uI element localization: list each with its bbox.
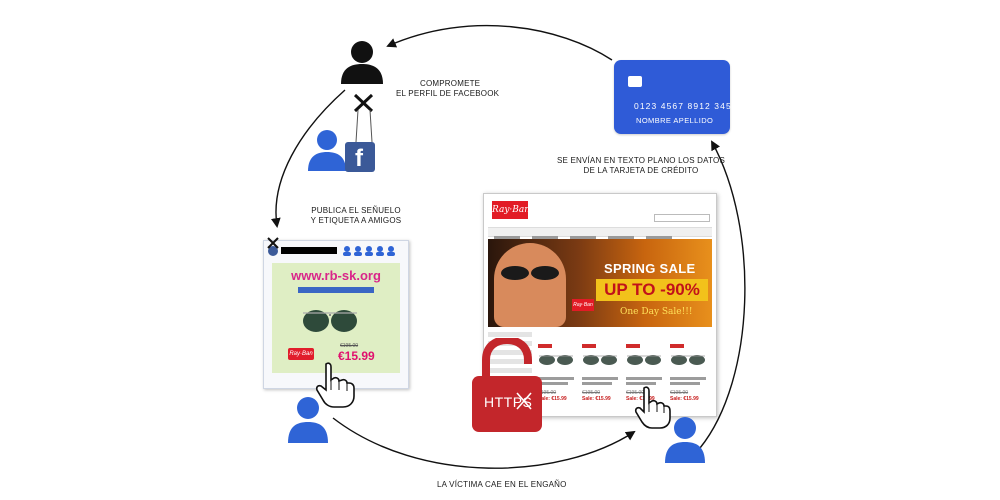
product-old-price: €195.00	[626, 390, 645, 396]
facebook-f-glyph: f	[355, 145, 363, 172]
product-title-line	[670, 377, 706, 380]
arrow-attacker-to-post	[270, 89, 346, 228]
label-compromete-line1: COMPROMETE	[420, 79, 481, 88]
banner-sunglasses-icon	[501, 266, 559, 280]
post-header	[264, 241, 408, 261]
cursor-hand-icon	[315, 362, 355, 408]
product-sunglasses-icon	[671, 355, 705, 365]
victim-person-icon	[308, 130, 346, 171]
puppet-control-icon	[353, 93, 374, 113]
label-envian: SE ENVÍAN EN TEXTO PLANO LOS DATOS DE LA…	[548, 156, 734, 176]
attacker-person-icon	[341, 41, 383, 84]
label-publica-line1: PUBLICA EL SEÑUELO	[311, 206, 401, 215]
arrow-victim-to-shop	[332, 417, 636, 469]
product-sale-price: Sale: €15.99	[582, 396, 611, 402]
card-number: 0123 4567 8912 3456	[634, 101, 738, 111]
label-compromete: COMPROMETE EL PERFIL DE FACEBOOK	[396, 79, 499, 99]
product-sale-tag	[670, 344, 684, 348]
label-compromete-line2: EL PERFIL DE FACEBOOK	[396, 89, 500, 98]
lure-old-price-strike: €195.00	[340, 343, 359, 349]
product-title-line	[582, 382, 612, 385]
victim-person-icon	[288, 397, 328, 443]
product-sale-price: Sale: €15.99	[538, 396, 567, 402]
shop-logo: Ray·Ban	[492, 201, 530, 219]
product-sunglasses-icon	[583, 355, 617, 365]
card-name: NOMBRE APELLIDO	[636, 116, 714, 125]
label-envian-line2: DE LA TARJETA DE CRÉDITO	[583, 166, 699, 175]
credit-card-icon: 0123 4567 8912 3456 NOMBRE APELLIDO	[614, 60, 737, 134]
shop-nav-bar	[488, 227, 712, 239]
puppet-strings	[355, 109, 373, 143]
label-envian-line1: SE ENVÍAN EN TEXTO PLANO LOS DATOS	[556, 156, 726, 165]
sunglasses-icon	[303, 310, 357, 332]
product-title-line	[582, 377, 618, 380]
post-tag-x-icon	[267, 237, 279, 249]
post-avatar	[268, 246, 278, 256]
tagged-friends-icons	[343, 246, 395, 256]
lure-subtitle-bar	[298, 287, 374, 293]
product-old-price: €195.00	[538, 390, 557, 396]
product-title-line	[670, 382, 700, 385]
lure-rayban-logo: Ray·Ban	[288, 348, 314, 360]
facebook-post-screenshot: www.rb-sk.org €195.00 €15.99 Ray·Ban	[263, 240, 409, 389]
redacted-name-bar	[281, 247, 337, 254]
label-publica-line2: Y ETIQUETA A AMIGOS	[310, 216, 402, 225]
shop-banner[interactable]: Ray·Ban SPRING SALE UP TO -90% One Day S…	[488, 239, 712, 327]
shop-search-box[interactable]	[654, 214, 710, 222]
card-chip	[628, 76, 642, 87]
arrow-shop-to-card	[699, 140, 746, 449]
victim-person-icon	[665, 417, 705, 463]
product-sale-tag	[538, 344, 552, 348]
product-title-line	[538, 382, 568, 385]
banner-spring-sale: SPRING SALE	[604, 261, 696, 276]
facebook-icon: f	[345, 142, 375, 172]
arrow-card-to-attacker	[386, 24, 613, 61]
lure-ad-image[interactable]: www.rb-sk.org €195.00 €15.99 Ray·Ban	[272, 263, 400, 373]
banner-one-day: One Day Sale!!!	[620, 307, 693, 317]
product-sale-price: Sale: €15.99	[670, 396, 699, 402]
product-old-price: €195.00	[582, 390, 601, 396]
product-title-line	[626, 382, 656, 385]
product-sale-tag	[626, 344, 640, 348]
label-publica: PUBLICA EL SEÑUELO Y ETIQUETA A AMIGOS	[296, 206, 416, 226]
padlock-shape	[472, 338, 542, 432]
product-sale-price: Sale: €15.99	[626, 396, 655, 402]
product-title-line	[538, 377, 574, 380]
banner-logo: Ray·Ban	[572, 299, 594, 311]
padlock-icon: HTTPS	[472, 338, 542, 434]
cursor-hand-icon	[634, 386, 671, 429]
product-sunglasses-icon	[627, 355, 661, 365]
product-title-line	[626, 377, 662, 380]
lure-url: www.rb-sk.org	[291, 268, 381, 283]
banner-discount: UP TO -90%	[596, 279, 708, 301]
label-victima: LA VÍCTIMA CAE EN EL ENGAÑO	[437, 480, 567, 489]
product-sale-tag	[582, 344, 596, 348]
banner-model	[494, 243, 566, 327]
product-old-price: €195.00	[670, 390, 689, 396]
product-sunglasses-icon	[539, 355, 573, 365]
lure-price: €15.99	[338, 349, 375, 363]
https-strike-icon	[516, 392, 532, 410]
